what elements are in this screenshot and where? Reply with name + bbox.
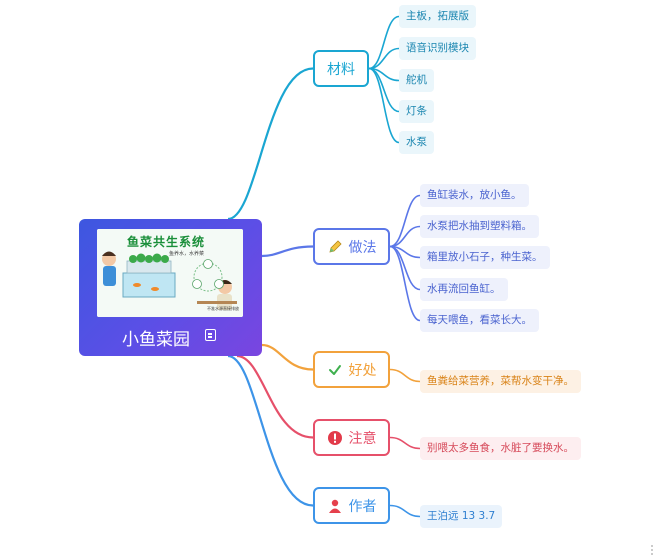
category-caution-label: 注意 xyxy=(348,430,377,447)
check-icon xyxy=(327,362,343,378)
leaf-benefit-0[interactable]: 鱼粪给菜营养，菜帮水变干净。 xyxy=(420,370,581,393)
leaf-method-4[interactable]: 每天喂鱼，看菜长大。 xyxy=(420,309,539,332)
pencil-icon xyxy=(327,239,343,255)
note-icon[interactable] xyxy=(205,329,216,341)
category-benefit-label: 好处 xyxy=(348,362,377,379)
category-method[interactable]: 做法 xyxy=(313,228,390,265)
image-title: 鱼菜共生系统 xyxy=(127,235,206,249)
leaf-materials-0[interactable]: 主板，拓展版 xyxy=(399,5,476,28)
link-materials-0 xyxy=(368,15,400,70)
category-author-label: 作者 xyxy=(348,498,377,515)
category-materials[interactable]: 材料 xyxy=(313,50,369,87)
link-root-benefit xyxy=(261,343,314,371)
link-root-author xyxy=(227,354,314,507)
link-benefit-0 xyxy=(389,368,421,383)
leaf-materials-1[interactable]: 语音识别模块 xyxy=(399,37,476,60)
leaf-method-0[interactable]: 鱼缸装水，放小鱼。 xyxy=(420,184,529,207)
link-method-1 xyxy=(389,225,421,248)
category-caution[interactable]: 注意 xyxy=(313,419,390,456)
category-benefit[interactable]: 好处 xyxy=(313,351,390,388)
leaf-materials-2[interactable]: 舵机 xyxy=(399,69,434,92)
link-author-0 xyxy=(389,504,421,518)
root-label: 小鱼菜园 xyxy=(122,330,190,350)
more-options-icon[interactable] xyxy=(651,545,654,556)
image-footer: 不准水源直接排放 xyxy=(207,306,239,311)
link-caution-0 xyxy=(389,436,421,450)
image-subtitle: 鱼养水，水养菜 xyxy=(169,251,205,257)
alert-icon xyxy=(327,430,343,446)
link-root-materials xyxy=(227,67,314,221)
leaf-caution-0[interactable]: 别喂太多鱼食，水脏了要换水。 xyxy=(420,437,581,460)
category-author[interactable]: 作者 xyxy=(313,487,390,524)
root-image: 鱼菜共生系统 鱼养水，水养菜 不准水源直接排放 xyxy=(97,229,243,317)
leaf-method-2[interactable]: 箱里放小石子，种生菜。 xyxy=(420,246,550,269)
leaf-materials-3[interactable]: 灯条 xyxy=(399,100,434,123)
category-materials-label: 材料 xyxy=(327,61,355,78)
leaf-method-1[interactable]: 水泵把水抽到塑料箱。 xyxy=(420,215,539,238)
leaf-materials-4[interactable]: 水泵 xyxy=(399,131,434,154)
link-root-method xyxy=(261,245,314,258)
root-node[interactable]: 鱼菜共生系统 鱼养水，水养菜 不准水源直接排放 小鱼菜园 xyxy=(79,219,262,356)
leaf-method-3[interactable]: 水再流回鱼缸。 xyxy=(420,278,508,301)
link-method-0 xyxy=(389,194,421,248)
link-method-4 xyxy=(389,245,421,322)
leaf-author-0[interactable]: 王泊远 13 3.7 xyxy=(420,505,503,528)
person-icon xyxy=(327,498,343,514)
link-materials-1 xyxy=(368,47,400,70)
link-root-caution xyxy=(236,354,314,439)
aquaponics-illustration xyxy=(97,229,243,317)
link-materials-4 xyxy=(368,67,400,144)
category-method-label: 做法 xyxy=(348,239,377,256)
